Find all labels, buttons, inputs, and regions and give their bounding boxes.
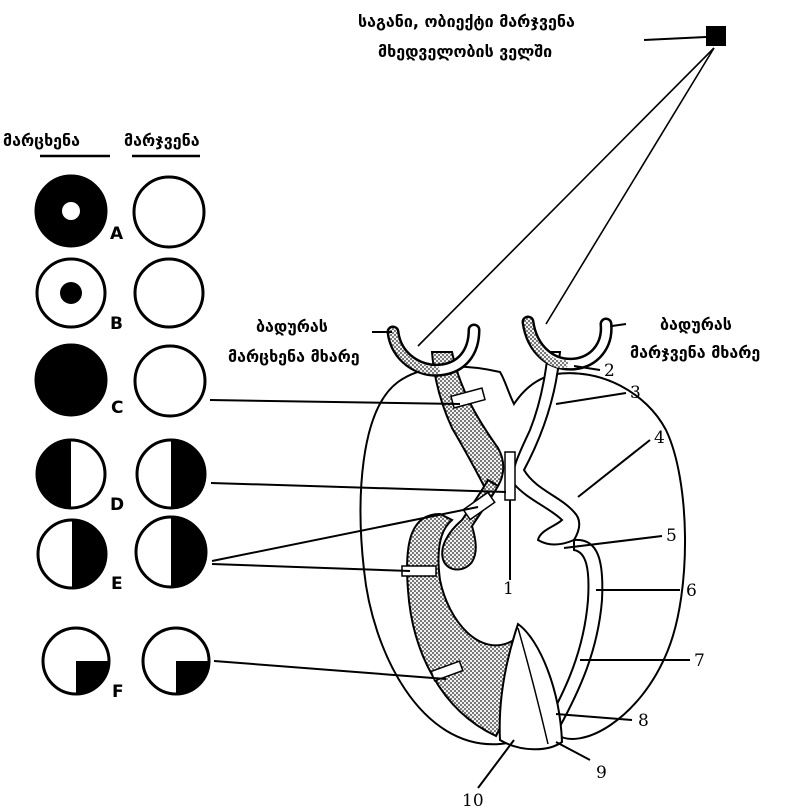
retina-right-label-line2: მარჯვენა მხარე — [630, 343, 760, 362]
visual-field-row-e: E — [38, 517, 206, 594]
field-a-right — [134, 177, 204, 247]
field-d-right-half — [171, 440, 205, 508]
field-b-right — [135, 259, 203, 327]
row-label-b: B — [110, 314, 123, 334]
object-leader-line — [644, 37, 706, 40]
object-label-line2: მხედველობის ველში — [378, 42, 552, 61]
number-3: 3 — [630, 383, 641, 403]
field-f-left-quadrant — [76, 661, 109, 694]
light-ray-right — [546, 48, 714, 324]
number-6: 6 — [686, 581, 697, 601]
column-header-left: მარცხენა — [3, 131, 80, 150]
object-label-line1: საგანი, ობიექტი მარჯვენა — [358, 12, 575, 31]
row-label-a: A — [110, 224, 124, 244]
field-c-right — [135, 346, 205, 416]
field-a-left-center — [62, 202, 80, 220]
number-1: 1 — [503, 579, 514, 599]
number-4: 4 — [654, 428, 665, 448]
number-7: 7 — [694, 651, 705, 671]
visual-field-row-a: A — [36, 176, 204, 247]
visual-field-row-b: B — [37, 259, 203, 334]
retina-left-label-line1: ბადურას — [256, 317, 328, 336]
field-e-left-half — [72, 520, 106, 588]
row-label-e: E — [111, 574, 123, 594]
retina-right-label-line1: ბადურას — [660, 315, 732, 334]
row-label-d: D — [110, 495, 124, 515]
number-5: 5 — [666, 526, 677, 546]
field-b-left-center — [60, 282, 82, 304]
visual-field-row-c: C — [36, 345, 205, 418]
object-square — [706, 26, 726, 46]
field-e-right-half — [171, 517, 206, 587]
row-label-f: F — [112, 682, 124, 702]
visual-field-row-f: F — [43, 628, 209, 702]
number-9: 9 — [596, 763, 607, 783]
field-d-left-half — [37, 440, 71, 508]
retina-left-label-line2: მარცხენა მხარე — [228, 347, 360, 366]
column-header-right: მარჯვენა — [124, 131, 200, 150]
row-label-c: C — [111, 398, 123, 418]
number-2: 2 — [604, 361, 615, 381]
light-ray-left — [418, 48, 714, 346]
visual-field-row-d: D — [37, 440, 205, 515]
number-10: 10 — [462, 791, 484, 811]
field-f-right-quadrant — [176, 661, 209, 694]
lesion-marker-d — [505, 452, 515, 500]
retina-right-leader — [612, 324, 626, 326]
number-8: 8 — [638, 711, 649, 731]
field-c-left — [36, 345, 106, 415]
